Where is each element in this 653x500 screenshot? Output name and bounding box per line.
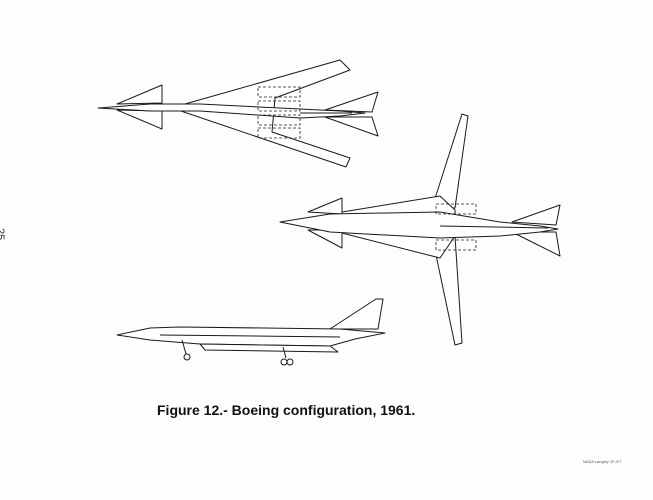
engine-nacelle-5	[435, 203, 477, 215]
tail-upper	[324, 91, 379, 113]
tail-lower-2	[511, 231, 561, 257]
page-number: 25	[0, 228, 6, 241]
figure-caption: Figure 12.- Boeing configuration, 1961.	[157, 402, 416, 418]
engine-nacelle-2	[257, 100, 301, 112]
extended-wing-upper	[431, 113, 469, 209]
tail-lower	[324, 116, 379, 137]
engine-pod-side	[199, 343, 339, 353]
nose-gear-strut	[181, 339, 187, 355]
engine-nacelle-4	[257, 127, 301, 139]
engine-nacelle-3	[257, 114, 301, 126]
planform-swept-wing-view	[97, 59, 379, 168]
canard-right	[116, 109, 163, 130]
canard-left	[116, 84, 163, 105]
main-gear-strut	[282, 346, 287, 359]
engine-nacelle-6	[435, 239, 477, 251]
planform-extended-wing-view	[279, 113, 561, 346]
tail-upper-2	[511, 204, 561, 226]
main-gear-wheel-1	[280, 358, 288, 366]
side-elevation-view	[116, 298, 386, 366]
main-gear-wheel-2	[286, 358, 294, 366]
page-imprint: NASA Langley 1F-2/7	[583, 459, 622, 464]
fuselage-outline	[97, 103, 366, 119]
engine-nacelle-1	[257, 86, 301, 98]
fuselage-outline-2	[279, 211, 559, 239]
nose-gear-wheel	[183, 353, 191, 361]
vertical-fin	[329, 298, 384, 330]
canard-upper-2	[307, 197, 343, 215]
